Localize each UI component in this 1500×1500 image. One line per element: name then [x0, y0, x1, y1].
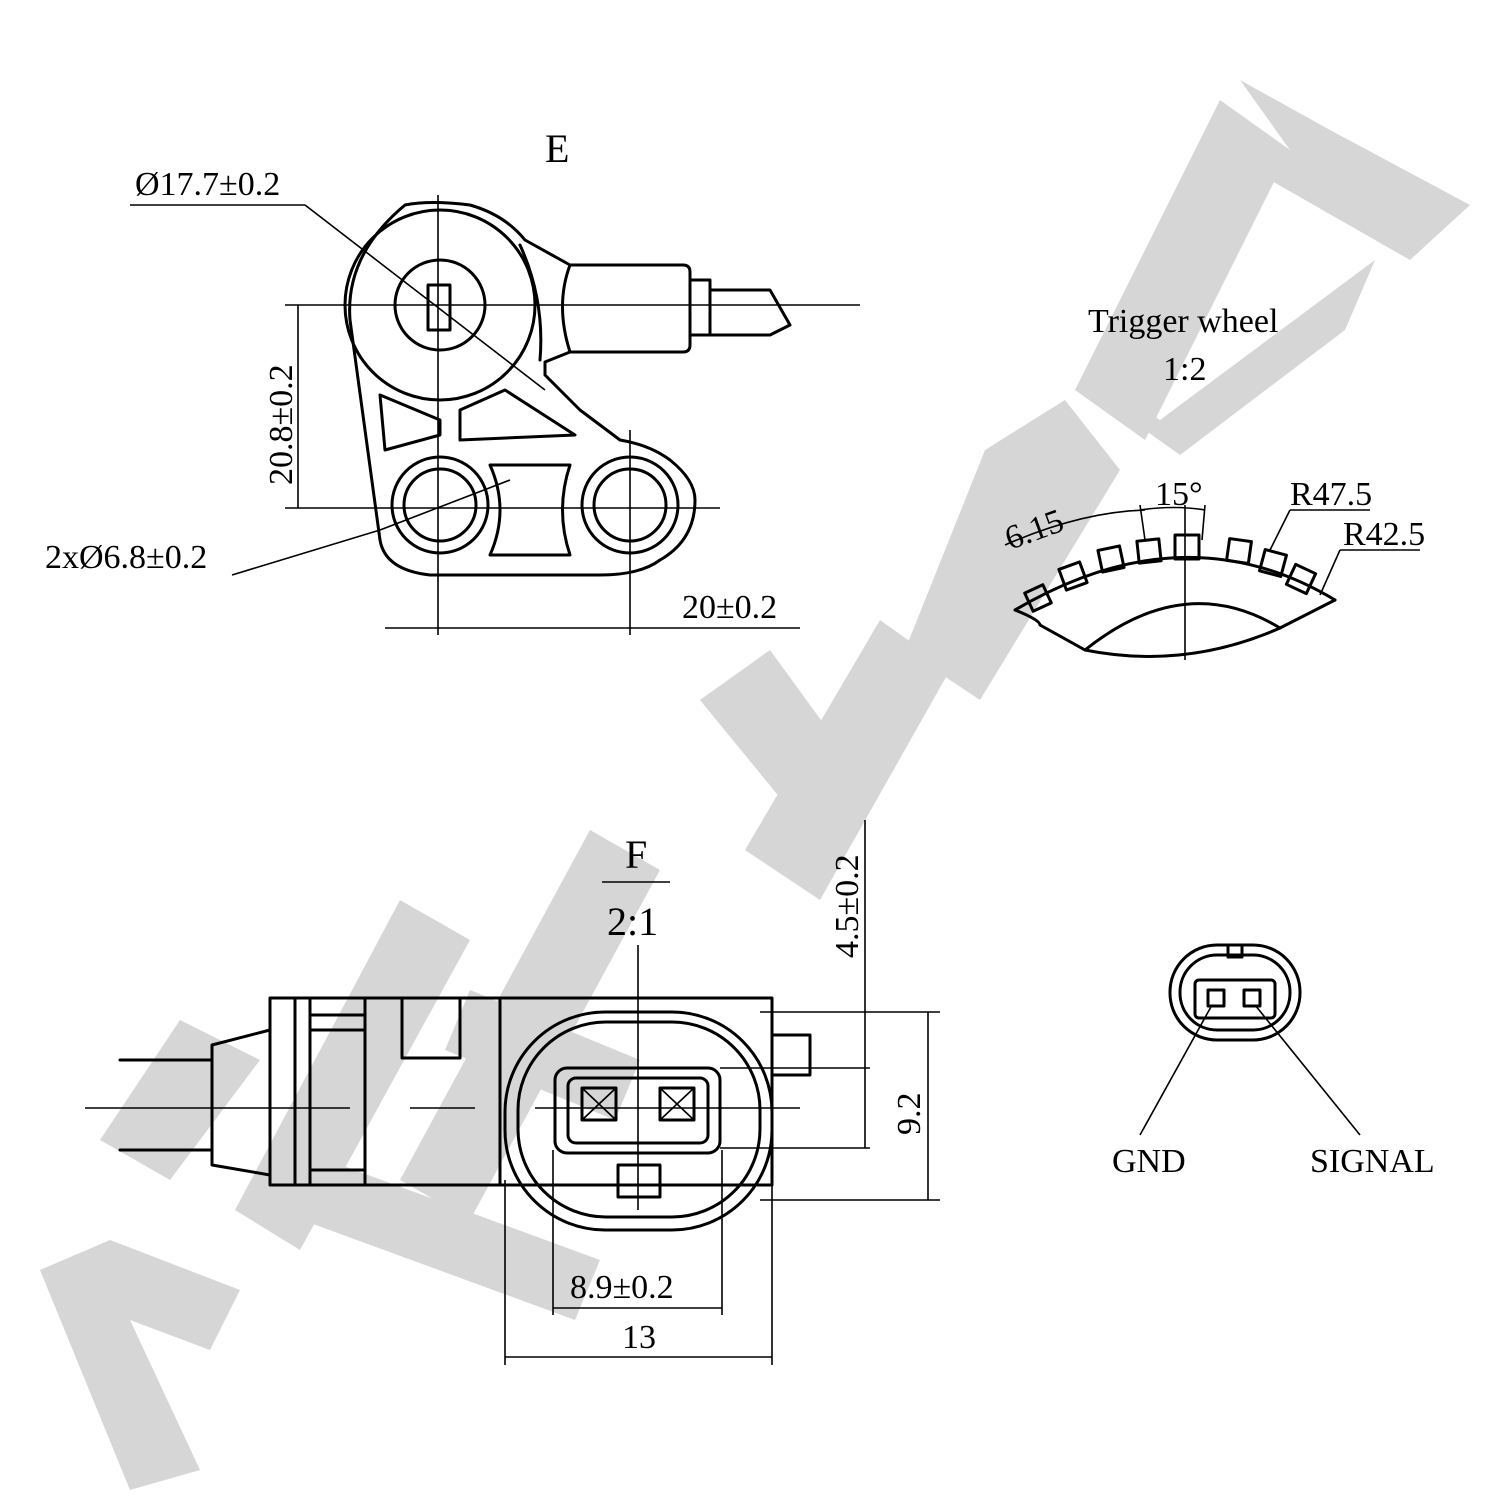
view-f-scale: 2:1 [607, 899, 658, 944]
pin-signal-label: SIGNAL [1310, 1143, 1435, 1180]
offset-dim: 4.5±0.2 [829, 854, 866, 958]
trigger-wheel-segment [1013, 505, 1337, 660]
body-width-dim: 13 [622, 1319, 656, 1356]
pin-gnd-label: GND [1112, 1143, 1186, 1180]
bore-diameter-dim: Ø17.7±0.2 [135, 166, 280, 203]
inner-radius-dim: R42.5 [1343, 516, 1425, 553]
view-f: F 2:1 [85, 820, 940, 1365]
view-e: E Ø17.7±0.2 [45, 126, 860, 635]
pin-width-dim: 8.9±0.2 [570, 1269, 674, 1306]
holes-diameter-dim: 2xØ6.8±0.2 [45, 539, 207, 576]
view-f-centerlines [85, 945, 800, 1210]
trigger-wheel-title: Trigger wheel [1088, 303, 1278, 340]
view-e-dimensions: Ø17.7±0.2 20.8±0.2 2xØ6.8±0.2 20±0.2 [45, 166, 800, 629]
pinout-view: GND SIGNAL [1112, 943, 1435, 1180]
view-e-centerlines [285, 195, 860, 635]
outer-radius-dim: R47.5 [1290, 476, 1372, 513]
hole-spacing-dim: 20±0.2 [682, 589, 777, 626]
height-dim-e: 20.8±0.2 [263, 364, 300, 485]
trigger-wheel-scale: 1:2 [1163, 351, 1206, 388]
view-e-label: E [545, 126, 569, 171]
sensor-bracket-outline [343, 201, 792, 577]
height-dim-f: 9.2 [891, 1093, 928, 1136]
connector-side-outline [118, 996, 812, 1232]
view-f-label: F [625, 832, 647, 877]
view-f-dimensions: 4.5±0.2 9.2 8.9±0.2 13 [504, 820, 940, 1365]
angle-dim: 15° [1155, 476, 1203, 513]
watermark-logo [40, 80, 1470, 1490]
wheel-teeth [1023, 533, 1318, 613]
